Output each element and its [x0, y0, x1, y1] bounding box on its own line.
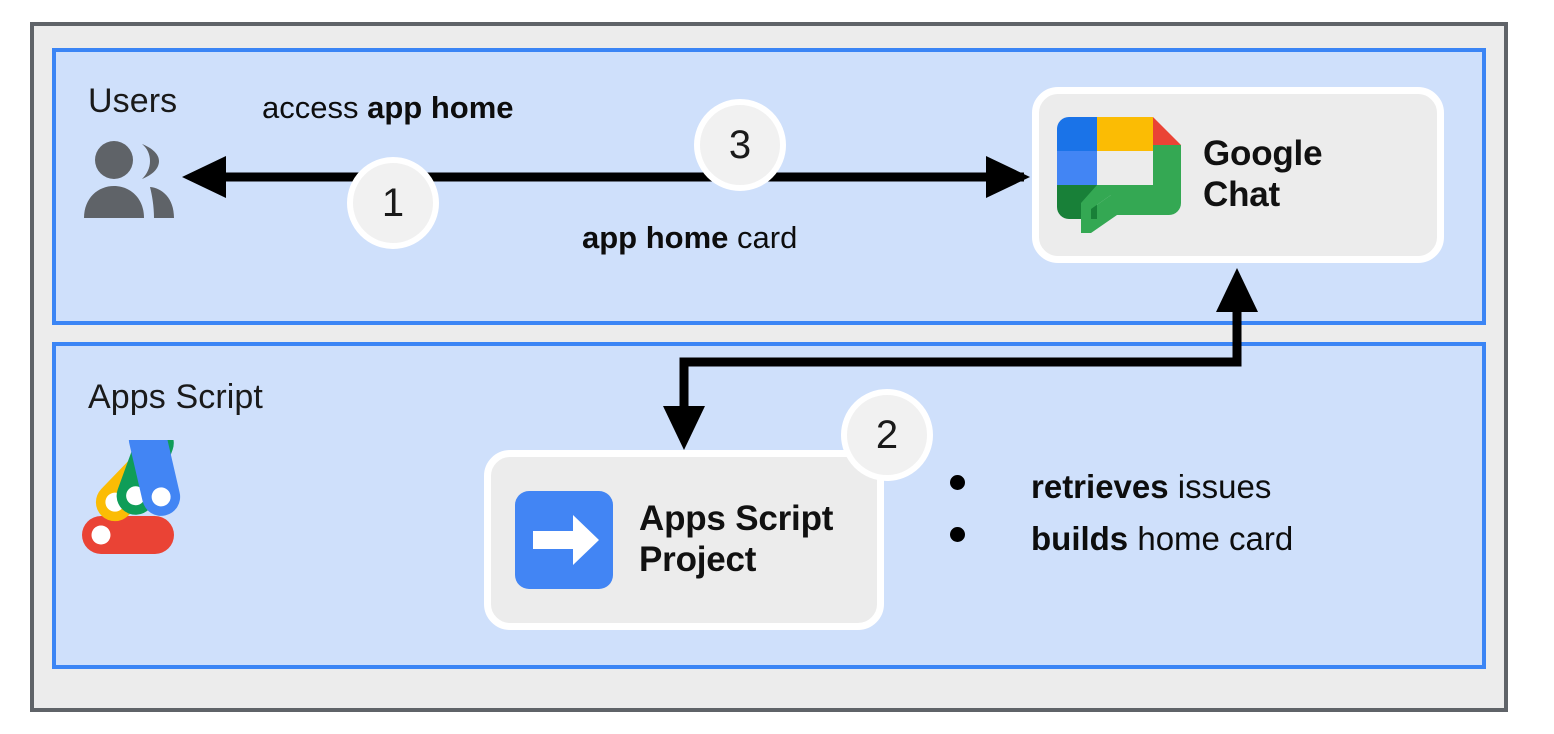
node-google-chat-label: Google Chat: [1203, 134, 1323, 214]
list-item: retrieves issues: [950, 468, 1293, 506]
bullet-dot-icon: [950, 475, 965, 490]
panel-label-apps-script: Apps Script: [88, 378, 263, 416]
google-chat-logo-icon: [1057, 117, 1181, 233]
apps-script-actions-list: retrieves issues builds home card: [950, 468, 1293, 572]
apps-script-project-icon: [515, 491, 613, 589]
edge-label-app-home-card: app home card: [582, 220, 797, 256]
edge-label-access-app-home: access app home: [262, 90, 514, 126]
apps-script-icon: [82, 420, 204, 558]
step-badge-1: 1: [347, 157, 439, 249]
list-item-emphasis: retrieves: [1031, 468, 1169, 505]
edge-label-access-emphasis: app home: [367, 90, 514, 125]
list-item-text: retrieves issues: [1031, 468, 1271, 506]
list-item: builds home card: [950, 520, 1293, 558]
panel-label-users: Users: [88, 82, 178, 120]
node-apps-script-project[interactable]: Apps Script Project: [484, 450, 884, 630]
list-item-emphasis: builds: [1031, 520, 1129, 557]
list-item-rest: issues: [1168, 468, 1272, 505]
users-icon: [76, 140, 186, 222]
edge-label-card-emphasis: app home: [582, 220, 729, 255]
bullet-dot-icon: [950, 527, 965, 542]
node-google-chat[interactable]: Google Chat: [1032, 87, 1444, 263]
list-item-rest: home card: [1128, 520, 1294, 557]
node-apps-script-project-label: Apps Script Project: [639, 499, 834, 579]
edge-label-card-suffix: card: [728, 220, 798, 255]
list-item-text: builds home card: [1031, 520, 1293, 558]
step-badge-2: 2: [841, 389, 933, 481]
edge-label-access-prefix: access: [262, 90, 368, 125]
step-badge-3: 3: [694, 99, 786, 191]
